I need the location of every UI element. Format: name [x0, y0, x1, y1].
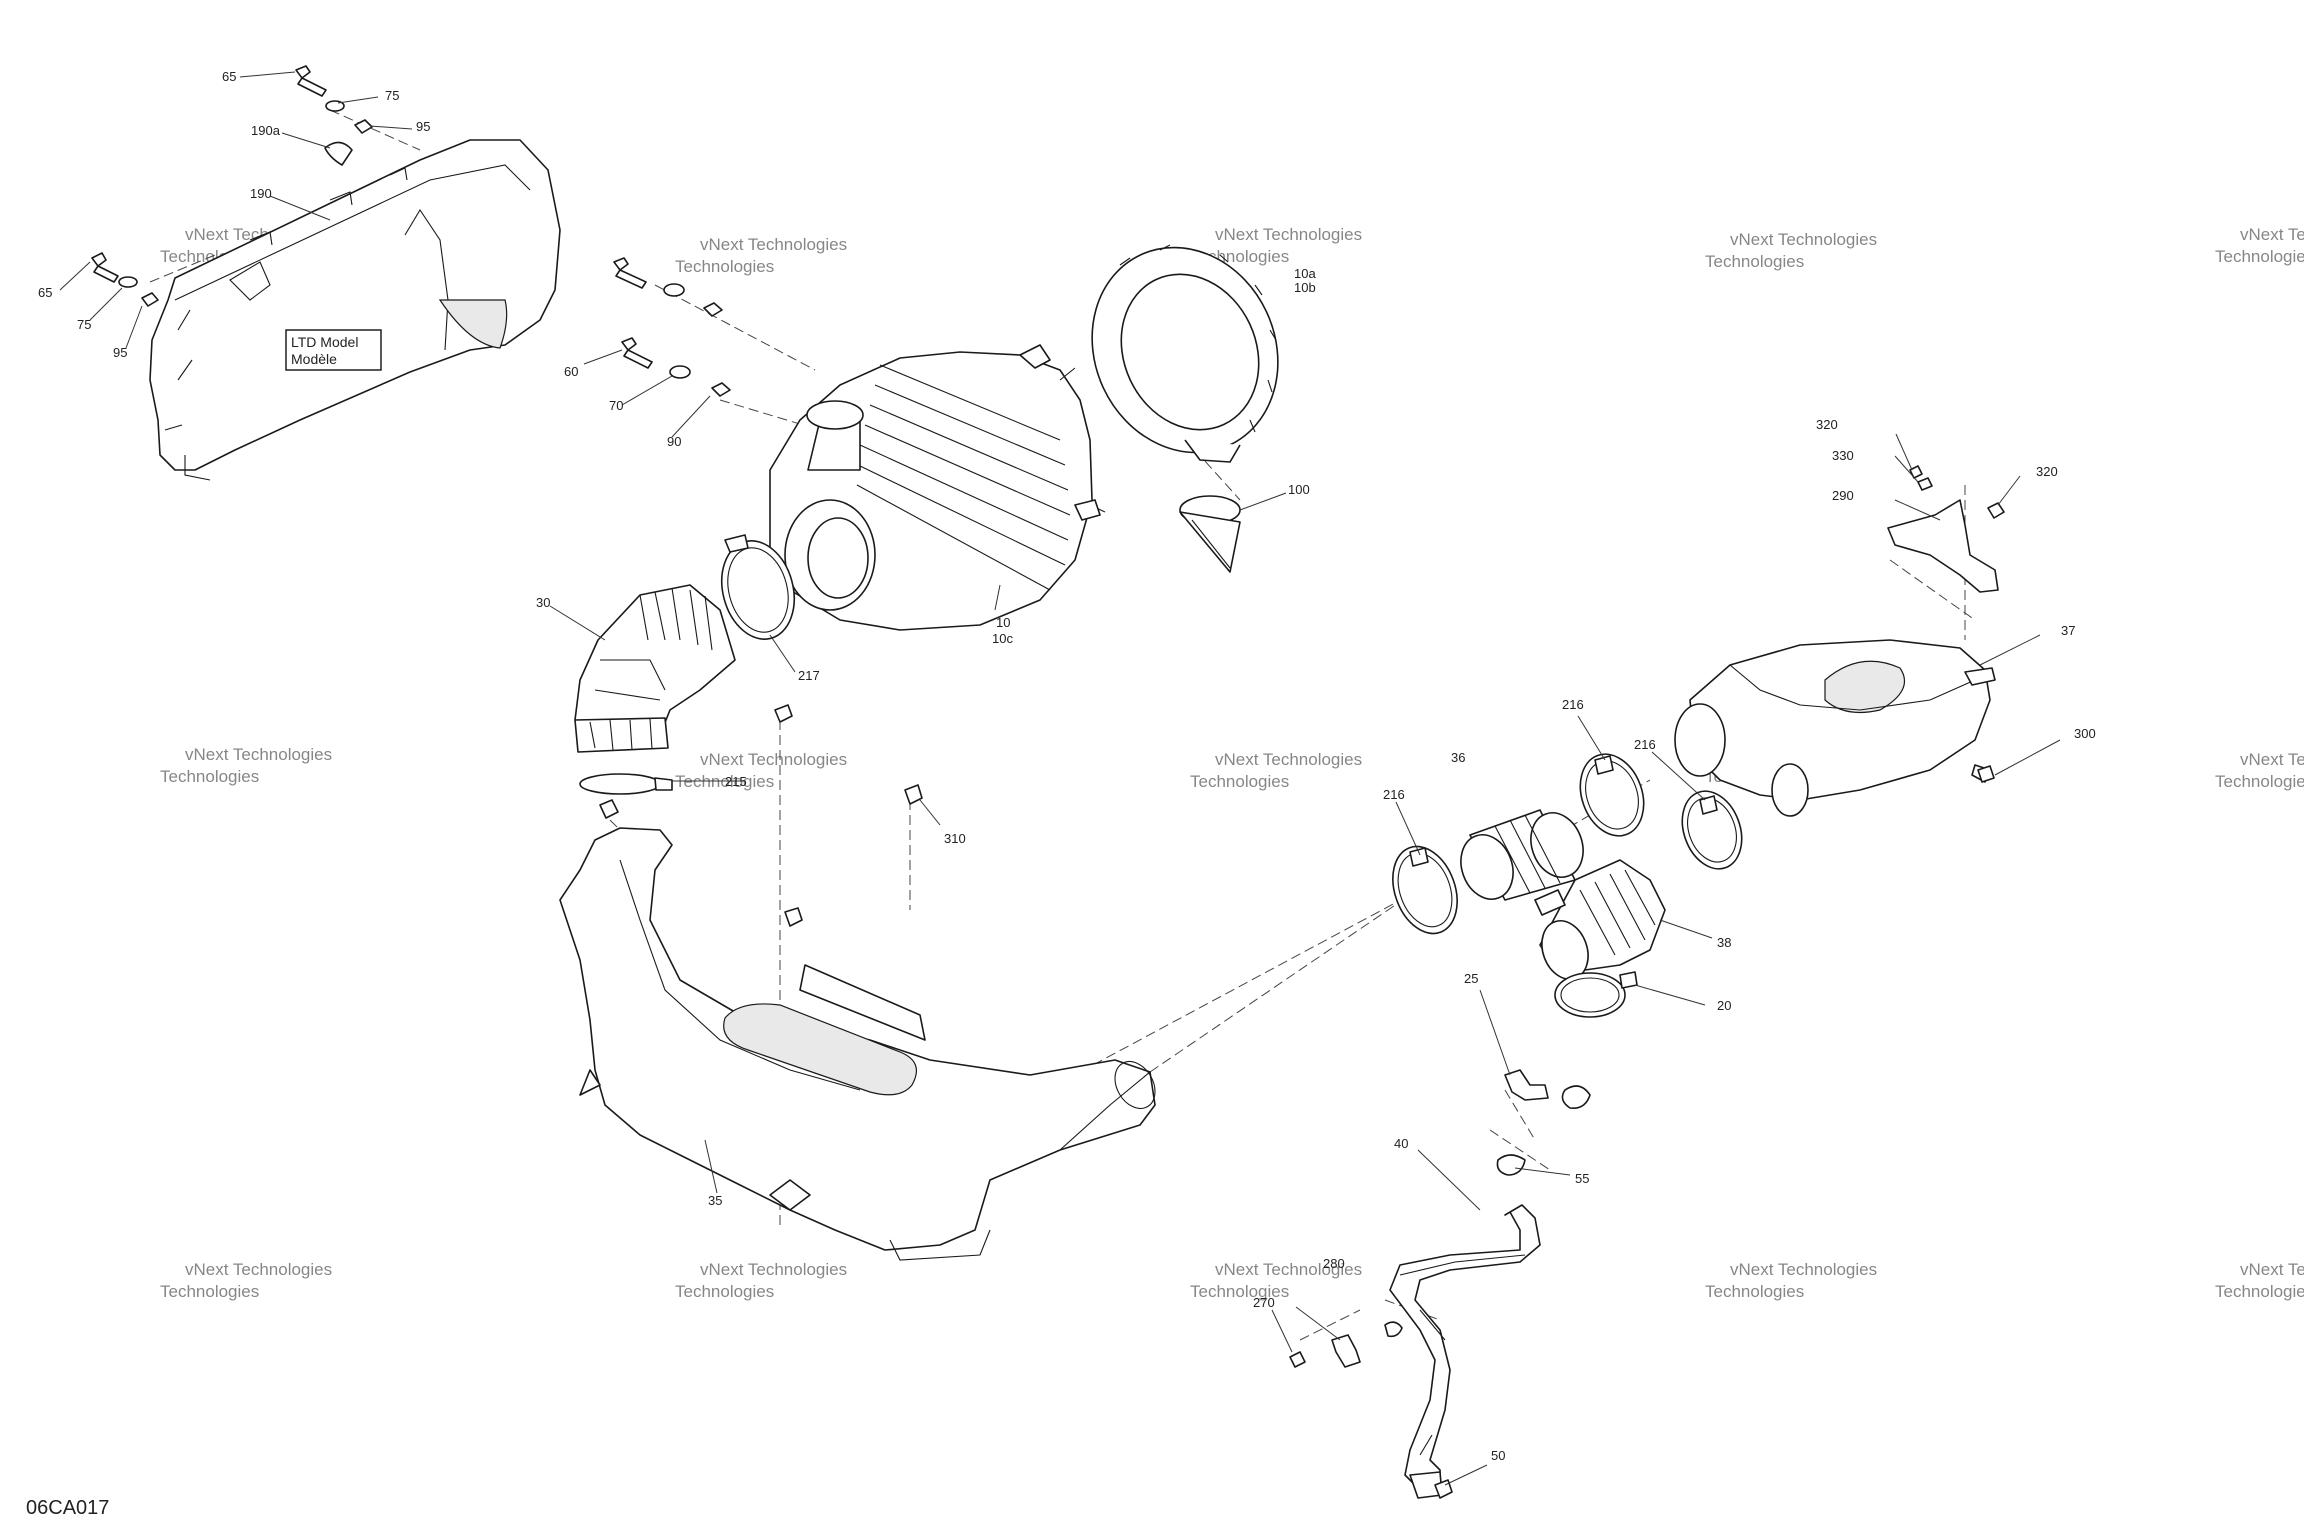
watermark: Technologies: [2215, 772, 2304, 791]
watermark: Technologies: [1705, 1282, 1804, 1301]
callout-label: 320: [1816, 417, 1838, 432]
callout-label: 270: [1253, 1295, 1275, 1310]
callout-label: 290: [1832, 488, 1854, 503]
callout-label: 10a: [1294, 266, 1316, 281]
callout-label: 75: [77, 317, 91, 332]
callout-label: 10b: [1294, 280, 1316, 295]
ltd-model-box: [285, 329, 382, 371]
leader-lines: [59, 71, 2061, 1486]
callout-label: 95: [113, 345, 127, 360]
drain-hose-assembly: [1289, 1069, 1591, 1499]
ltd-model-label-fr: Modèle: [291, 351, 337, 367]
clamp-215: [579, 773, 673, 819]
callout-label: 90: [667, 434, 681, 449]
watermark: Technologies: [160, 1282, 259, 1301]
callout-label: 37: [2061, 623, 2075, 638]
clamp-217: [721, 534, 795, 640]
intake-elbow: [574, 584, 736, 753]
watermark: vNext Technologies: [1215, 1260, 1362, 1279]
diagram-reference-code: 06CA017: [26, 1497, 109, 1519]
callout-label: 65: [38, 285, 52, 300]
callout-label: 320: [2036, 464, 2058, 479]
callout-labels: 65 75 95 190a 190 65 75 95 60 70 90 10a …: [38, 69, 2096, 1463]
watermark: vNext Technologies: [1730, 230, 1877, 249]
air-box-cover: LTD Model Modèle: [149, 139, 561, 481]
callout-label: 190a: [251, 123, 281, 138]
callout-label: 35: [708, 1193, 722, 1208]
resonator: [1674, 639, 1996, 817]
callout-label: 190: [250, 186, 272, 201]
callout-label: 30: [536, 595, 550, 610]
callout-label: 300: [2074, 726, 2096, 741]
watermark: vNext Technologies: [185, 1260, 332, 1279]
watermark: Technologies: [675, 257, 774, 276]
watermark: vNext Technologies: [700, 750, 847, 769]
air-filter-housing: [769, 344, 1106, 631]
lower-intake-duct: [559, 827, 1156, 1261]
mounting-bracket: [1887, 465, 2005, 783]
filter-cover-ring: [1091, 244, 1279, 463]
callout-label: 95: [416, 119, 430, 134]
watermark: vNext Technologies: [700, 1260, 847, 1279]
callout-label: 40: [1394, 1136, 1408, 1151]
callout-label: 20: [1717, 998, 1731, 1013]
callout-label: 217: [798, 668, 820, 683]
callout-label: 310: [944, 831, 966, 846]
callout-label: 75: [385, 88, 399, 103]
callout-label: 280: [1323, 1256, 1345, 1271]
watermark: Technologies: [2215, 247, 2304, 266]
callout-label: 60: [564, 364, 578, 379]
push-rivets: [774, 704, 923, 927]
watermark: vNext Technologies: [1215, 750, 1362, 769]
watermark: vNext Technologies: [2240, 1260, 2304, 1279]
callout-label: 70: [609, 398, 623, 413]
cover-hardware: [91, 65, 731, 397]
callout-label: 100: [1288, 482, 1310, 497]
watermark: vNext Technologies: [1730, 1260, 1877, 1279]
watermark: vNext Technologies: [2240, 225, 2304, 244]
callout-label: 38: [1717, 935, 1731, 950]
watermark: Technologies: [1190, 1282, 1289, 1301]
callout-label: 25: [1464, 971, 1478, 986]
dust-cone: [1179, 495, 1241, 573]
callout-label: 10c: [992, 631, 1013, 646]
watermark: vNext Technologies: [700, 235, 847, 254]
watermark: Technologies: [675, 1282, 774, 1301]
watermark: Technologies: [2215, 1282, 2304, 1301]
callout-label: 55: [1575, 1171, 1589, 1186]
watermark: vNext Technologies: [1215, 225, 1362, 244]
callout-label: 50: [1491, 1448, 1505, 1463]
watermark: vNext Technologies: [2240, 750, 2304, 769]
callout-label: 36: [1451, 750, 1465, 765]
callout-label: 330: [1832, 448, 1854, 463]
callout-label: 65: [222, 69, 236, 84]
callout-label: 10: [996, 615, 1010, 630]
callout-label: 216: [1562, 697, 1584, 712]
callout-label: 215: [725, 774, 747, 789]
watermark: Technologies: [160, 767, 259, 786]
watermark: Technologies: [1705, 252, 1804, 271]
intake-couplers: [1392, 753, 1743, 1018]
ltd-model-label: LTD Model: [291, 334, 358, 350]
callout-label: 216: [1383, 787, 1405, 802]
watermark: vNext Technologies: [185, 745, 332, 764]
watermark: Technologies: [1190, 772, 1289, 791]
callout-label: 216: [1634, 737, 1656, 752]
